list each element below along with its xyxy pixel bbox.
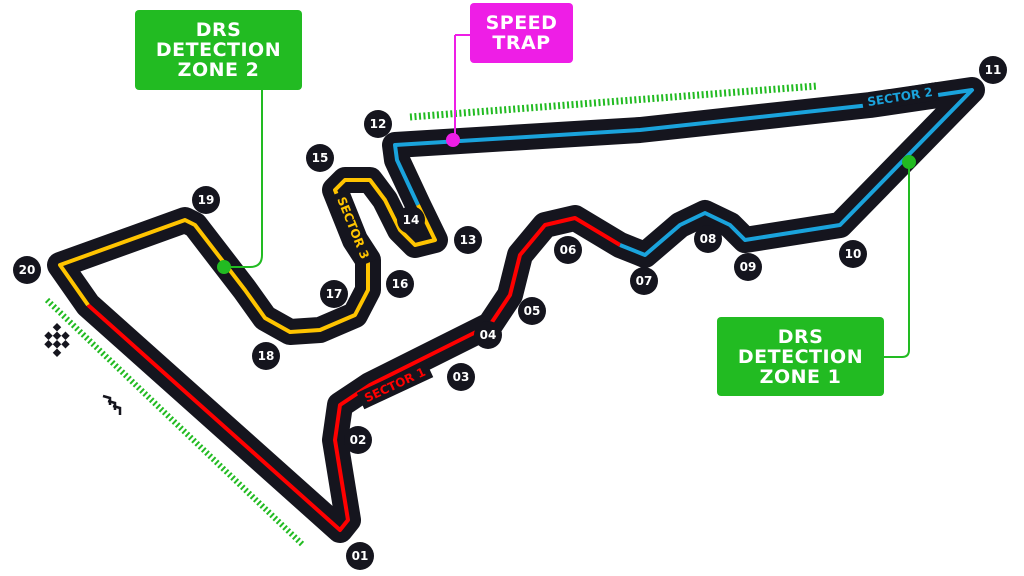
- drs-zone-2-connector: [224, 90, 263, 268]
- turn-marker-18: 18: [252, 342, 280, 370]
- turn-marker-circle: [386, 270, 414, 298]
- direction-chevrons-icon: [102, 394, 122, 415]
- turn-number: 09: [740, 260, 757, 274]
- drs1-line-3: ZONE 1: [759, 365, 842, 388]
- turn-marker-circle: [839, 240, 867, 268]
- turn-marker-04: 04: [474, 321, 502, 349]
- drs1-line-1: DRS: [777, 325, 824, 348]
- turn-number: 15: [312, 151, 329, 165]
- drs1-line-2: DETECTION: [737, 345, 864, 368]
- turn-marker-circle: [306, 144, 334, 172]
- drs2-line-2: DETECTION: [155, 39, 282, 61]
- turn-marker-circle: [474, 321, 502, 349]
- turn-marker-circle: [979, 56, 1007, 84]
- turn-marker-03: 03: [447, 363, 475, 391]
- turn-number: 14: [403, 213, 420, 227]
- turn-number: 19: [198, 193, 215, 207]
- sector-2-line: [393, 88, 974, 257]
- turn-number: 03: [453, 370, 470, 384]
- speed-trap-label: SPEED TRAP: [470, 3, 573, 63]
- drs-detection-zone-1-label: DRS DETECTION ZONE 1: [717, 317, 884, 396]
- turn-markers: 01 02 03 04 05 06 07 08 09 10 11 12 13 14 15 16 17 18 19 20: [13, 56, 1007, 570]
- drs2-line-1: DRS: [195, 19, 242, 41]
- turn-number: 11: [985, 63, 1002, 77]
- turn-number: 07: [636, 274, 653, 288]
- turn-number: 13: [460, 233, 477, 247]
- turn-marker-13: 13: [454, 226, 482, 254]
- turn-number: 18: [258, 349, 275, 363]
- turn-marker-08: 08: [694, 225, 722, 253]
- turn-number: 05: [524, 304, 541, 318]
- trap-line-1: SPEED: [485, 12, 558, 34]
- turn-marker-circle: [13, 256, 41, 284]
- drs-zone-main-straight: [44, 297, 306, 548]
- turn-marker-circle: [364, 110, 392, 138]
- turn-marker-circle: [734, 253, 762, 281]
- turn-marker-circle: [320, 280, 348, 308]
- turn-number: 08: [700, 232, 717, 246]
- turn-marker-02: 02: [344, 426, 372, 454]
- drs-zone-1-connector: [884, 162, 910, 358]
- turn-marker-14: 14: [397, 206, 425, 234]
- turn-marker-circle: [397, 206, 425, 234]
- turn-marker-circle: [344, 426, 372, 454]
- turn-number: 04: [480, 328, 497, 342]
- turn-number: 12: [370, 117, 387, 131]
- drs-zone-back-straight: [409, 82, 818, 121]
- trap-line-2: TRAP: [492, 32, 551, 54]
- turn-number: 20: [19, 263, 36, 277]
- turn-marker-07: 07: [630, 267, 658, 295]
- drs2-line-3: ZONE 2: [177, 59, 260, 81]
- turn-marker-circle: [192, 186, 220, 214]
- turn-marker-10: 10: [839, 240, 867, 268]
- turn-marker-01: 01: [346, 542, 374, 570]
- drs-detection-zone-2-label: DRS DETECTION ZONE 2: [135, 10, 302, 90]
- turn-marker-circle: [518, 297, 546, 325]
- turn-marker-circle: [630, 267, 658, 295]
- turn-number: 06: [560, 243, 577, 257]
- turn-marker-circle: [454, 226, 482, 254]
- turn-marker-20: 20: [13, 256, 41, 284]
- turn-marker-11: 11: [979, 56, 1007, 84]
- turn-marker-05: 05: [518, 297, 546, 325]
- drs-zone-1-point: [902, 155, 916, 169]
- turn-marker-circle: [346, 542, 374, 570]
- track-outline: [47, 77, 985, 543]
- turn-number: 01: [352, 549, 369, 563]
- turn-number: 10: [845, 247, 862, 261]
- turn-marker-16: 16: [386, 270, 414, 298]
- turn-number: 17: [326, 287, 343, 301]
- turn-number: 02: [350, 433, 367, 447]
- turn-marker-circle: [694, 225, 722, 253]
- sector-1-line: [86, 216, 622, 532]
- turn-marker-12: 12: [364, 110, 392, 138]
- speed-trap-point: [446, 133, 460, 147]
- chequered-flag-icon: [44, 323, 70, 357]
- sector-3-line: [58, 178, 437, 334]
- turn-marker-circle: [447, 363, 475, 391]
- turn-marker-15: 15: [306, 144, 334, 172]
- turn-marker-circle: [554, 236, 582, 264]
- turn-marker-circle: [252, 342, 280, 370]
- turn-marker-17: 17: [320, 280, 348, 308]
- turn-marker-19: 19: [192, 186, 220, 214]
- turn-marker-09: 09: [734, 253, 762, 281]
- turn-marker-06: 06: [554, 236, 582, 264]
- drs-zone-2-point: [217, 260, 231, 274]
- turn-number: 16: [392, 277, 409, 291]
